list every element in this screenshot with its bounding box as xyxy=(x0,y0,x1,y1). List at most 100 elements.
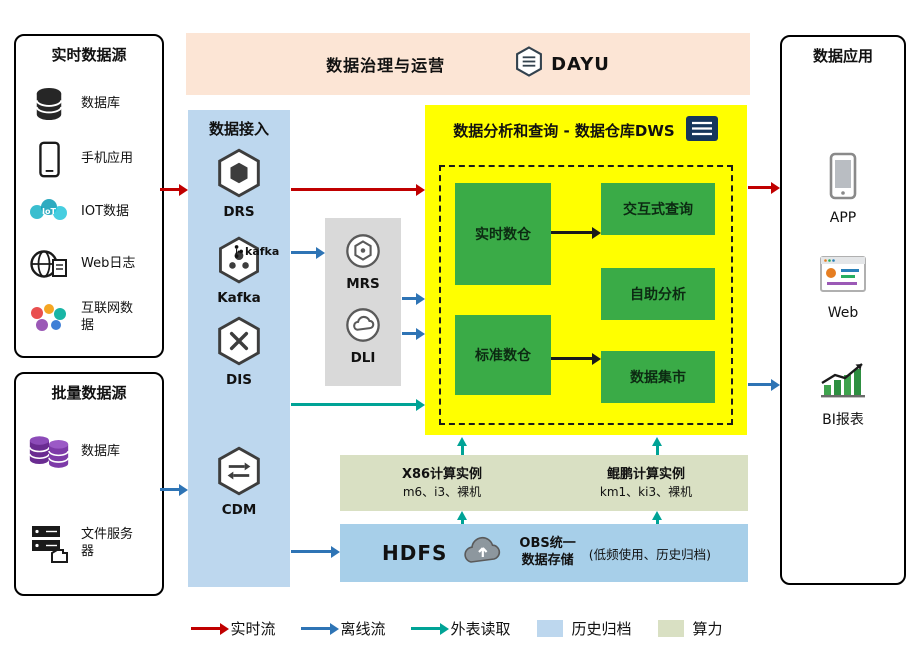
dis-icon xyxy=(216,316,262,370)
ingestion-title: 数据接入 xyxy=(208,120,269,138)
data-applications-panel: 数据应用 APP Web BI报表 xyxy=(780,35,906,585)
phone-icon xyxy=(26,141,72,178)
kafka-logo-mark: kafka xyxy=(232,244,279,259)
legend-item-archive: 历史归档 xyxy=(536,618,632,639)
arrow-mrs-to-dws xyxy=(402,292,425,305)
arrow-realtime-dw-to-interactive-query xyxy=(551,226,601,239)
ingestion-item-kafka: kafka Kafka xyxy=(188,236,290,306)
hdfs-label: HDFS xyxy=(382,541,448,565)
bi-report-item: BI报表 xyxy=(782,359,904,429)
web-log-icon xyxy=(26,247,72,281)
offline-flow-arrow-icon xyxy=(301,622,340,635)
storage-panel: HDFS OBS统一 数据存储 (低频使用、历史归档) xyxy=(340,524,748,582)
kafka-wordmark: kafka xyxy=(245,245,280,258)
dws-header: 数据分析和查询 - 数据仓库DWS xyxy=(425,115,747,146)
realtime-flow-arrow-icon xyxy=(191,622,230,635)
cdm-icon xyxy=(216,446,262,500)
x86-spec: m6、i3、裸机 xyxy=(402,484,482,499)
legend-label: 历史归档 xyxy=(571,620,632,638)
middle-item-label: DLI xyxy=(350,350,376,366)
app-item: APP xyxy=(782,152,904,226)
batch-sources-panel: 批量数据源 数据库 文件服务器 xyxy=(14,372,164,596)
x86-compute-block: X86计算实例 m6、i3、裸机 xyxy=(340,466,544,500)
dws-title: 数据分析和查询 - 数据仓库DWS xyxy=(453,122,675,140)
ingestion-item-label: DIS xyxy=(226,372,252,388)
compute-engines-panel: MRS DLI xyxy=(325,218,401,386)
middle-item-label: MRS xyxy=(346,276,380,292)
web-label: Web xyxy=(827,305,859,321)
source-label: 数据库 xyxy=(81,443,121,459)
external-read-arrow-icon xyxy=(411,622,450,635)
kunpeng-compute-block: 鲲鹏计算实例 km1、ki3、裸机 xyxy=(544,466,748,500)
list-item: 文件服务器 xyxy=(26,512,158,576)
arrow-dli-to-dws xyxy=(402,327,425,340)
compute-instances-panel: X86计算实例 m6、i3、裸机 鲲鹏计算实例 km1、ki3、裸机 xyxy=(340,455,748,511)
file-server-icon xyxy=(26,523,72,565)
app-icon xyxy=(829,152,857,204)
list-item: IoT IOT数据 xyxy=(26,190,158,234)
arrow-dws-to-apps-offline xyxy=(748,378,780,391)
compute-swatch-icon xyxy=(657,620,684,637)
legend-item-offline: 离线流 xyxy=(301,618,385,639)
database-icon xyxy=(26,85,72,123)
list-item: 数据库 xyxy=(26,80,158,128)
self-service-analysis-module: 自助分析 xyxy=(601,268,715,320)
obs-cloud-icon xyxy=(460,535,506,571)
source-label: 文件服务器 xyxy=(81,527,134,559)
arrow-standard-dw-to-data-mart xyxy=(551,352,601,365)
arrow-batch-source-to-ingestion xyxy=(160,483,188,496)
ingestion-item-label: DRS xyxy=(223,204,255,220)
database-purple-icon xyxy=(26,430,72,474)
dayu-logo-text: DAYU xyxy=(551,53,610,75)
legend-item-external: 外表读取 xyxy=(411,618,511,639)
arrow-ingestion-to-hdfs xyxy=(291,545,340,558)
arrow-ingestion-to-mrs xyxy=(291,246,325,259)
list-item: 互联网数据 xyxy=(26,290,158,346)
arrow-ingestion-to-dws-external xyxy=(291,398,425,411)
applications-title: 数据应用 xyxy=(812,47,873,65)
app-label: APP xyxy=(829,210,857,226)
legend-label: 离线流 xyxy=(340,620,386,638)
dli-icon xyxy=(344,306,382,348)
arrow-hdfs-to-compute-left xyxy=(457,511,467,524)
realtime-sources-title: 实时数据源 xyxy=(51,46,127,64)
ingestion-item-cdm: CDM xyxy=(188,446,290,518)
web-item: Web xyxy=(782,255,904,321)
arrow-compute-to-dws-right xyxy=(652,437,662,455)
x86-title: X86计算实例 xyxy=(401,467,483,483)
batch-sources-title: 批量数据源 xyxy=(51,384,127,402)
governance-banner: 数据治理与运营 DAYU xyxy=(186,33,750,95)
legend-item-realtime: 实时流 xyxy=(191,618,275,639)
legend-label: 实时流 xyxy=(230,620,276,638)
list-item: 手机应用 xyxy=(26,136,158,182)
bi-report-icon xyxy=(819,359,867,403)
obs-line2: 数据存储 xyxy=(521,553,574,568)
legend-label: 外表读取 xyxy=(450,620,511,638)
dws-inner-boundary xyxy=(439,165,733,425)
legend-item-compute: 算力 xyxy=(657,618,723,639)
source-label: 数据库 xyxy=(81,95,121,111)
list-item: Web日志 xyxy=(26,240,158,288)
kunpeng-spec: km1、ki3、裸机 xyxy=(599,484,693,499)
dayu-logo: DAYU xyxy=(515,46,610,82)
web-icon xyxy=(819,255,867,299)
svg-text:IoT: IoT xyxy=(42,207,56,216)
realtime-dw-module: 实时数仓 xyxy=(455,183,551,285)
ingestion-item-label: Kafka xyxy=(217,290,261,306)
list-item: 数据库 xyxy=(26,420,158,484)
dws-document-icon xyxy=(685,115,719,146)
legend-label: 算力 xyxy=(692,620,723,638)
mrs-icon xyxy=(344,232,382,274)
arrow-compute-to-dws-left xyxy=(457,437,467,455)
iot-icon: IoT xyxy=(26,197,72,227)
arrow-hdfs-to-compute-right xyxy=(652,511,662,524)
kafka-icon xyxy=(217,236,261,288)
governance-title: 数据治理与运营 xyxy=(326,56,446,75)
middle-item-dli: DLI xyxy=(325,306,401,366)
legend: 实时流 离线流 外表读取 历史归档 算力 xyxy=(0,618,914,639)
source-label: IOT数据 xyxy=(81,203,130,219)
dws-panel: 数据分析和查询 - 数据仓库DWS 实时数仓 标准数仓 交互式查询 自助分析 数… xyxy=(425,105,747,435)
source-label: 手机应用 xyxy=(81,150,134,166)
source-label: Web日志 xyxy=(81,255,136,271)
